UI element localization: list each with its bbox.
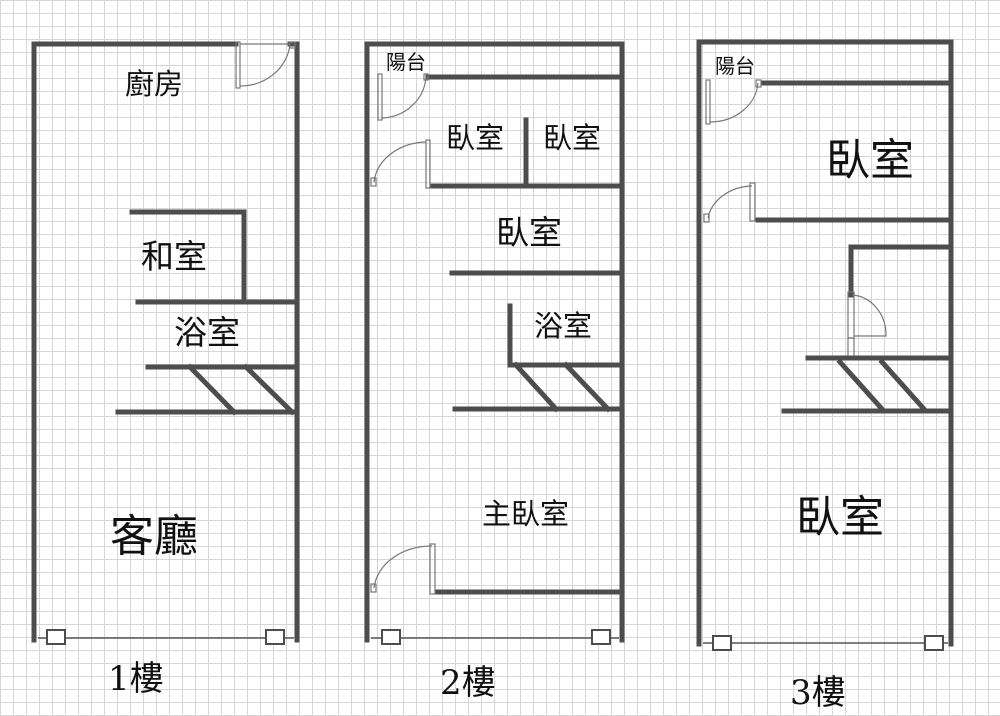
- floor-1-entry-door-icon: [235, 41, 296, 89]
- floor-2-outer-wall: [364, 41, 625, 643]
- floor-2-staircase: [452, 361, 621, 413]
- room-label-balcony: 陽台: [715, 54, 755, 78]
- floor-3-bathroom-door-icon: [847, 291, 887, 359]
- floor-1-plan: [31, 41, 300, 645]
- floor-2-bedroom-door-icon: [370, 139, 431, 189]
- room-label-bedroom-lower: 臥室: [796, 492, 884, 543]
- room-label-balcony: 陽台: [386, 50, 426, 74]
- room-label-kitchen: 廚房: [125, 67, 184, 101]
- floor-1-column-icon: [46, 629, 66, 645]
- floor-3-balcony-door-icon: [705, 79, 762, 125]
- floor-2-column-icon: [381, 629, 401, 645]
- room-label-japanese-room: 和室: [141, 237, 207, 276]
- room-label-bedroom-middle: 臥室: [496, 213, 562, 252]
- floor-1-column-icon: [265, 629, 285, 645]
- floor-3-bedroom-door-icon: [703, 182, 756, 223]
- room-label-bedroom-left: 臥室: [446, 121, 505, 155]
- room-label-bathroom: 浴室: [534, 309, 593, 343]
- floor-2-column-icon: [591, 629, 611, 645]
- floor-3-column-icon: [712, 635, 732, 651]
- floor-3-plan: [696, 39, 954, 651]
- floor-2-balcony-door-icon: [377, 73, 429, 121]
- floor-label-2: 2樓: [440, 663, 496, 703]
- room-label-bedroom-right: 臥室: [543, 121, 602, 155]
- floor-3-column-icon: [924, 635, 944, 651]
- room-label-living-room: 客廳: [110, 511, 198, 562]
- floor-label-3: 3樓: [790, 673, 846, 713]
- floor-2-master-bedroom-door-icon: [370, 543, 436, 595]
- floor-1-outer-wall: [31, 41, 300, 643]
- floor-2-plan: [364, 41, 625, 645]
- floor-1-staircase: [115, 363, 297, 416]
- room-label-bedroom-upper: 臥室: [826, 135, 914, 186]
- floor-1-japanese-room-wall: [129, 209, 247, 305]
- room-label-master-bedroom: 主臥室: [482, 497, 570, 531]
- floor-3-staircase: [781, 358, 951, 414]
- room-label-bathroom: 浴室: [174, 313, 240, 352]
- floor-3-outer-wall: [696, 39, 954, 647]
- floor-3-bathroom-wall: [848, 244, 951, 298]
- floor-label-1: 1樓: [108, 659, 164, 699]
